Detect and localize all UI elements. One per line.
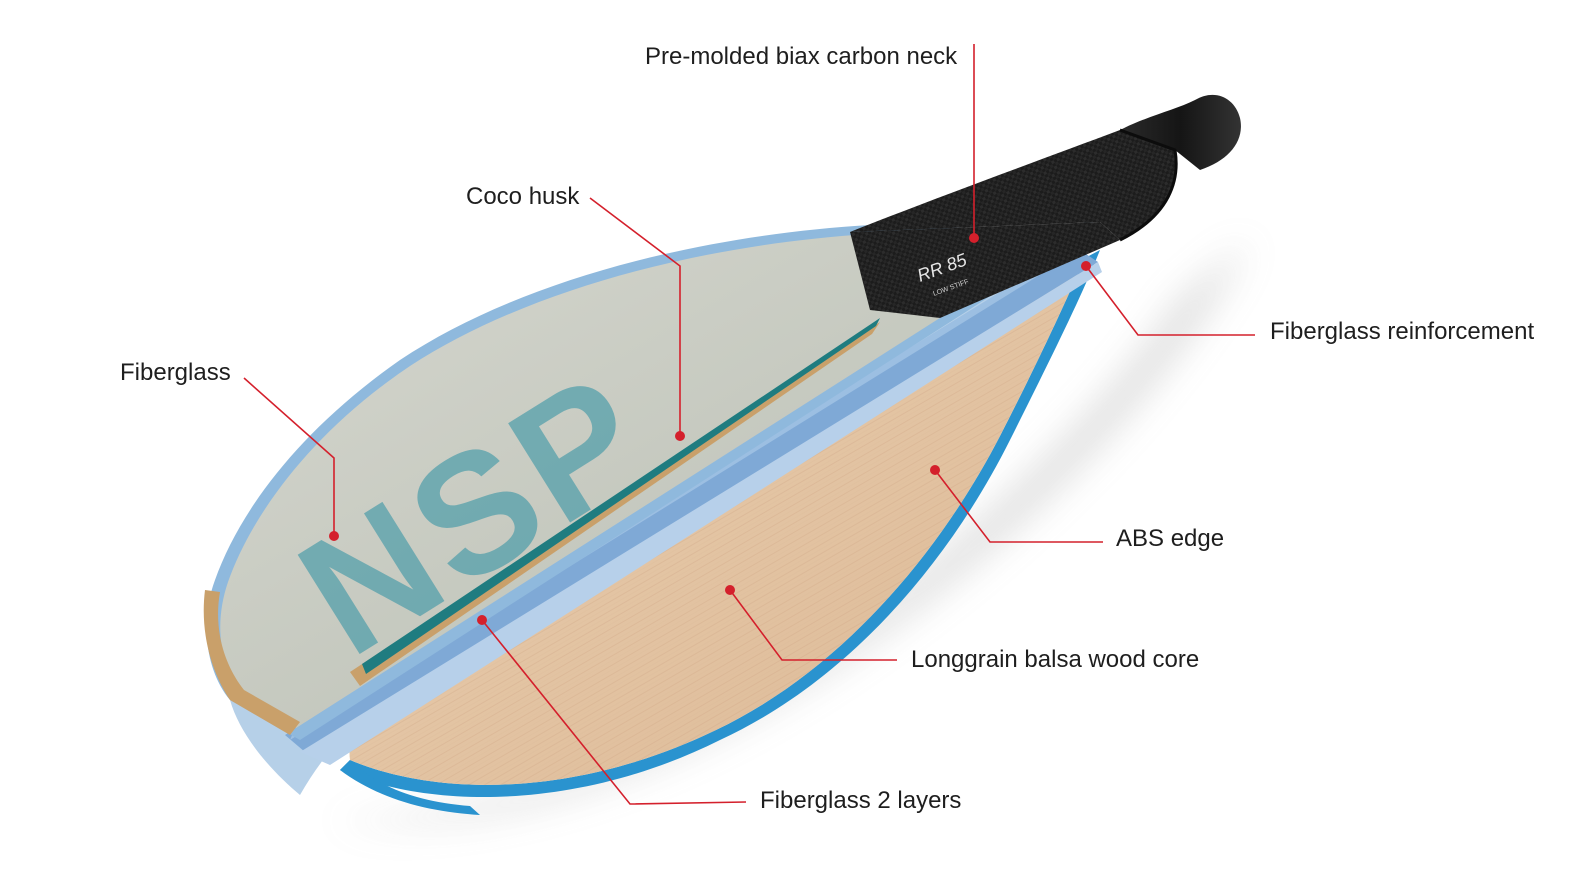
label-reinforcement: Fiberglass reinforcement (1270, 320, 1534, 344)
dot-fiberglass (329, 531, 339, 541)
label-abs-edge: ABS edge (1116, 527, 1224, 551)
label-fiberglass: Fiberglass (120, 361, 231, 385)
dot-reinforcement (1081, 261, 1091, 271)
dot-abs-edge (930, 465, 940, 475)
label-balsa: Longgrain balsa wood core (911, 648, 1199, 672)
dot-two-layers (477, 615, 487, 625)
label-neck: Pre-molded biax carbon neck (645, 45, 957, 69)
label-two-layers: Fiberglass 2 layers (760, 789, 961, 813)
dot-coco-husk (675, 431, 685, 441)
dot-neck (969, 233, 979, 243)
dot-balsa (725, 585, 735, 595)
label-coco-husk: Coco husk (466, 185, 579, 209)
